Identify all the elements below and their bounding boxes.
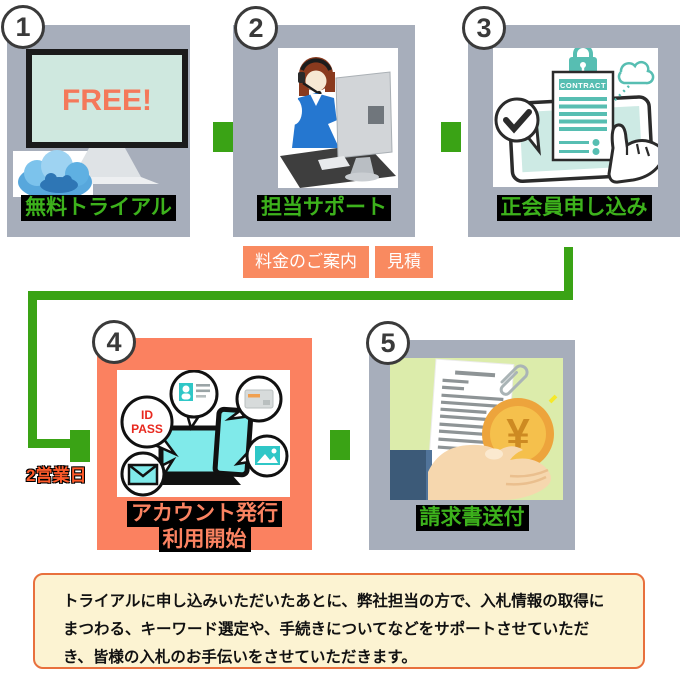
- business-days-note: 2営業日: [26, 466, 87, 485]
- cloud-outline-icon: [617, 60, 655, 85]
- contract-illustration: CONTRACT: [494, 48, 658, 184]
- connector-step2-3: [441, 122, 461, 152]
- paperclip-icon: [499, 364, 529, 396]
- step1-label-row: 無料トライアル: [7, 195, 190, 221]
- headset-icon: [300, 58, 332, 71]
- connector-step1-2: [213, 122, 233, 152]
- step3-number: 3: [462, 6, 506, 50]
- step4-box: ID PASS: [97, 338, 312, 553]
- step4-label-line1: アカウント発行: [127, 501, 282, 527]
- sleeve: [390, 450, 430, 500]
- id-card-bubble: [169, 370, 219, 419]
- step1-label: 無料トライアル: [21, 195, 176, 221]
- cloud-icon: [18, 150, 92, 200]
- footer-note-text: トライアルに申し込みいただいたあとに、弊社担当の方で、入札情報の取得にまつわる、…: [63, 593, 605, 667]
- step3-box: CONTRACT 正会員申し込み: [468, 25, 680, 237]
- step4-label-line2: 利用開始: [158, 526, 251, 553]
- contract-title: CONTRACT: [560, 81, 606, 90]
- step3-label-row: 正会員申し込み: [468, 195, 680, 221]
- connector-step4-5: [330, 430, 350, 460]
- hand-icon: [428, 444, 551, 500]
- step1-number: 1: [1, 5, 45, 49]
- step5-box: ¥ 請求書送付: [369, 340, 575, 550]
- step4-number: 4: [92, 320, 136, 364]
- support-operator-illustration: [280, 57, 396, 188]
- step3-card: CONTRACT: [493, 48, 658, 187]
- step4-card: ID PASS: [117, 370, 290, 497]
- step2-card: [278, 48, 398, 188]
- operator-vest: [292, 93, 340, 148]
- operator-face: [305, 70, 327, 92]
- step3-label: 正会員申し込み: [496, 195, 652, 221]
- connector-step3-down: [564, 247, 573, 300]
- id-pass-bubble: [120, 395, 174, 449]
- step5-label-row: 請求書送付: [369, 505, 575, 531]
- step2-label-row: 担当サポート: [233, 195, 415, 221]
- connector-left-down: [28, 291, 37, 448]
- connector-horizontal: [28, 291, 573, 300]
- pass-text: PASS: [131, 422, 163, 436]
- free-screen-text: FREE!: [62, 84, 152, 117]
- pricing-badge: 料金のご案内: [243, 246, 369, 278]
- step5-label: 請求書送付: [415, 505, 529, 531]
- estimate-badge: 見積: [375, 246, 433, 278]
- free-trial-illustration: FREE!: [13, 49, 188, 200]
- step2-label: 担当サポート: [257, 195, 391, 221]
- id-text: ID: [141, 408, 153, 422]
- step5-number: 5: [366, 321, 410, 365]
- step4-label-row: アカウント発行 利用開始: [97, 501, 312, 553]
- connector-arrow-block: [70, 430, 90, 462]
- account-devices-illustration: ID PASS: [120, 370, 289, 497]
- check-bubble-icon: [494, 97, 540, 143]
- invoice-illustration: ¥: [390, 358, 558, 500]
- monitor-icon: [26, 49, 188, 148]
- step5-card: ¥: [390, 358, 563, 500]
- connector-stub: [28, 439, 72, 448]
- monitor-back-icon: [335, 71, 393, 159]
- step1-box: FREE! 無料トライアル: [7, 25, 190, 237]
- step2-number: 2: [234, 6, 278, 50]
- step2-box: 担当サポート: [233, 25, 415, 237]
- footer-note: トライアルに申し込みいただいたあとに、弊社担当の方で、入札情報の取得にまつわる、…: [33, 573, 645, 669]
- pointer-hand-icon: [607, 123, 658, 184]
